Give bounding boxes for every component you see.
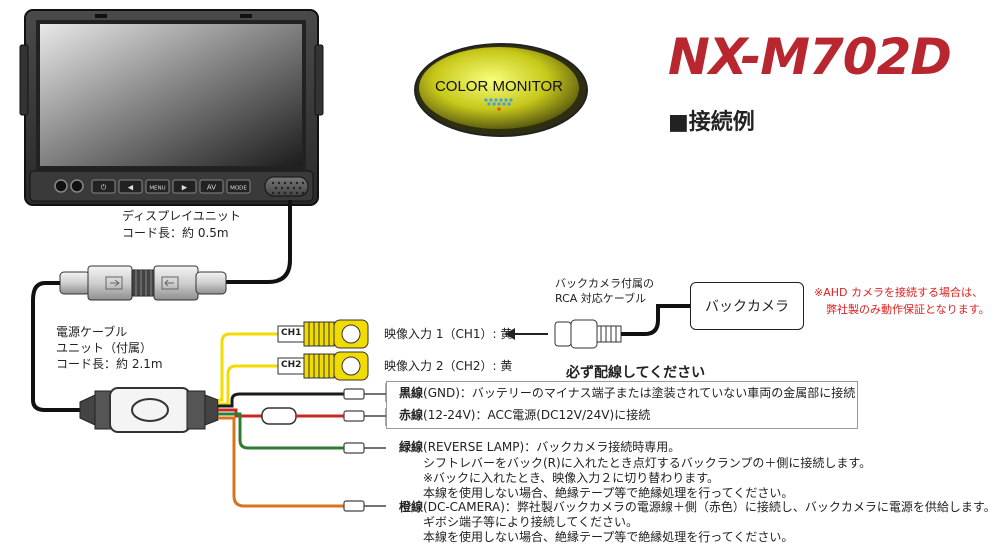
speaker-grill [264, 176, 309, 197]
black-wire [218, 392, 360, 408]
menu-button-label: MENU [149, 186, 165, 192]
color-monitor-badge: COLOR MONITOR [414, 43, 588, 137]
av-button-label: AV [207, 184, 216, 192]
green-wire-desc: 緑線(REVERSE LAMP)：バックカメラ接続時専用。 [399, 440, 680, 455]
power-cable-label: 電源ケーブル [56, 325, 128, 339]
orange-wire-line3: 本線を使用しない場合、絶縁テープ等で絶縁処理を行ってください。 [423, 530, 794, 544]
power-button-label: ⏻ [101, 184, 107, 192]
av-button [199, 179, 224, 194]
must-wire-heading: 必ず配線してください [566, 365, 706, 381]
rca-cable-type-label: RCA 対応ケーブル [555, 292, 647, 305]
green-wire-color: 緑線 [399, 440, 424, 454]
video-input-1-label: 映像入力 1（CH1）: 黄 [384, 327, 513, 341]
black-wire-color: 黒線 [399, 386, 424, 400]
cable-connector [59, 265, 227, 301]
sensor-icon [54, 179, 68, 193]
section-subtitle: ■接続例 [668, 110, 755, 135]
ch1-tag: CH1 [281, 328, 302, 338]
orange-wire-desc: 橙線(DC-CAMERA)：弊社製バックカメラの電源線＋側（赤色）に接続し、バッ… [399, 500, 996, 515]
green-wire-text: (REVERSE LAMP)：バックカメラ接続時専用。 [423, 440, 681, 454]
yellow-wire-ch1 [218, 332, 278, 402]
fuse-holder [261, 407, 297, 425]
yellow-wire-ch2 [218, 364, 278, 406]
required-wires-box [386, 381, 858, 429]
monitor-cable [225, 200, 292, 284]
menu-button [145, 179, 170, 194]
back-camera-box: バックカメラ [690, 282, 804, 330]
camera-rca-cable [554, 304, 690, 349]
left-button-label: ◀ [128, 184, 134, 192]
sensor-icon [70, 179, 84, 193]
badge-text: COLOR MONITOR [435, 78, 563, 95]
green-wire-line4: 本線を使用しない場合、絶縁テープ等で絶縁処理を行ってください。 [423, 486, 794, 500]
monitor-screen [40, 24, 302, 166]
back-camera-label: バックカメラ [705, 299, 789, 315]
mode-button-label: MODE [230, 186, 247, 192]
rca-plug-ch1 [277, 319, 369, 349]
black-wire-text: (GND)：バッテリーのマイナス端子または塗装されていない車両の金属部に接続 [423, 386, 856, 400]
orange-wire-text: (DC-CAMERA)：弊社製バックカメラの電源線＋側（赤色）に接続し、バックカ… [423, 500, 996, 514]
mode-button [226, 179, 251, 194]
black-wire-desc: 黒線(GND)：バッテリーのマイナス端子または塗装されていない車両の金属部に接続 [399, 386, 855, 401]
rca-cable-label: バックカメラ付属の [555, 277, 654, 290]
power-unit [79, 387, 219, 433]
orange-wire-color: 橙線 [399, 500, 424, 514]
power-button [91, 179, 116, 194]
wire-terminal [343, 500, 365, 512]
right-button-label: ▶ [182, 184, 188, 192]
rca-plug-ch2 [277, 351, 369, 381]
red-wire-color: 赤線 [399, 408, 424, 422]
right-button [172, 179, 197, 194]
power-cable-unit-label: ユニット（付属） [56, 341, 153, 355]
power-cable-cord-length: コード長：約 2.1m [56, 357, 163, 371]
monitor-illustration: ⏻ ◀ MENU ▶ AV MODE [19, 9, 324, 206]
video-input-2-label: 映像入力 2（CH2）: 黄 [384, 359, 513, 373]
green-wire-line2: シフトレバーをバック(R)に入れたとき点灯するバックランプの＋側に接続します。 [423, 456, 872, 470]
ch2-tag: CH2 [281, 360, 302, 370]
display-unit-label: ディスプレイユニット [122, 209, 241, 223]
wire-terminal [343, 442, 365, 454]
arrow-icon [505, 328, 548, 340]
display-unit-cord-length: コード長：約 0.5m [122, 226, 229, 240]
wire-terminal [343, 388, 365, 400]
green-wire-line3: ※バックに入れたとき、映像入力２に切り替わります。 [423, 471, 720, 485]
orange-wire [218, 416, 360, 508]
ahd-note: ※AHD カメラを接続する場合は、 [814, 286, 983, 299]
red-wire-desc: 赤線(12-24V)：ACC電源(DC12V/24V)に接続 [399, 408, 650, 423]
left-button [118, 179, 143, 194]
wire-terminal [343, 410, 365, 422]
red-wire-text: (12-24V)：ACC電源(DC12V/24V)に接続 [423, 408, 651, 422]
model-title: NX-M702D [668, 28, 952, 86]
orange-wire-line2: ギボシ端子等により接続してください。 [423, 515, 639, 529]
green-wire [218, 412, 360, 450]
ahd-note-line2: 弊社製のみ動作保証となります。 [826, 303, 990, 316]
power-cable [31, 281, 82, 412]
